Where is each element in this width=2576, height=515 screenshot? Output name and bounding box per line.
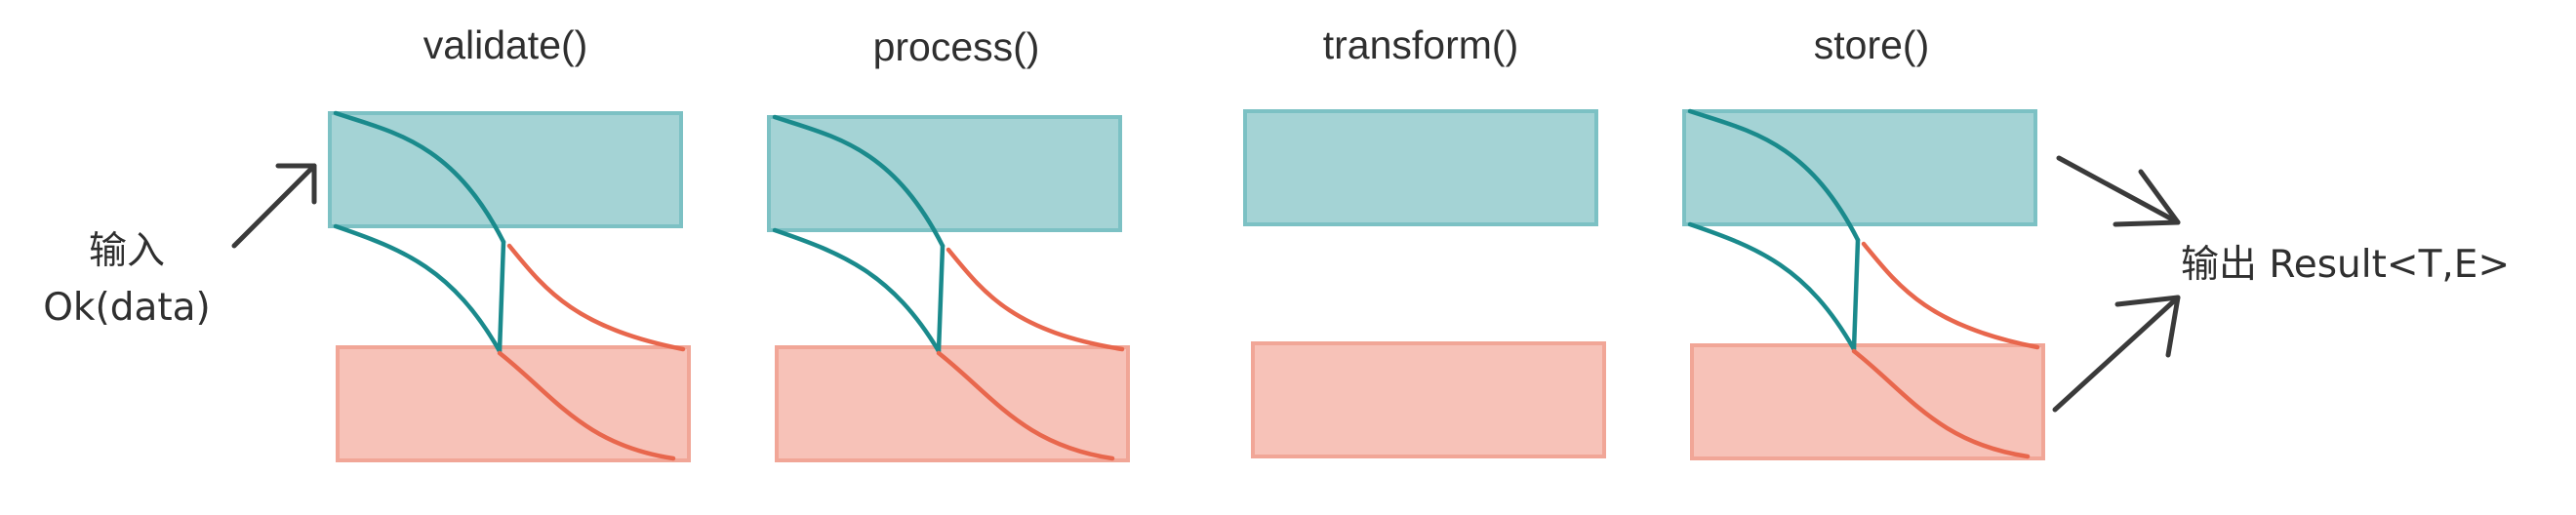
ok-track-lower [333, 223, 503, 354]
input-label-line1: 输入 [89, 229, 165, 273]
ok-rail [767, 115, 1122, 232]
error-track-lower [1851, 348, 2031, 459]
stage-4: store() [1682, 22, 2045, 460]
output-arrow-bottom-icon [2052, 295, 2181, 413]
ok-track-upper [333, 110, 506, 245]
input-label-line2: Ok(data) [43, 286, 211, 330]
error-track-upper [946, 247, 1125, 352]
stage-group: validate() process() transform() store() [328, 22, 2045, 462]
ok-rail [1243, 109, 1598, 226]
stage-title: transform() [1323, 22, 1518, 67]
stage-1: validate() [328, 22, 691, 462]
switch-connector [497, 239, 506, 354]
switch-connector [936, 243, 946, 354]
switch-connector [1851, 237, 1861, 352]
output-arrow-top-icon [2056, 155, 2181, 227]
output-label: 输出 Result<T,E> [2181, 243, 2510, 287]
ok-track-lower [1687, 221, 1857, 352]
error-track-lower [936, 350, 1115, 461]
stage-title: process() [873, 24, 1040, 69]
stage-title: validate() [423, 22, 588, 67]
input-arrow-icon [231, 163, 317, 249]
ok-track-lower [772, 227, 942, 354]
error-track-lower [497, 350, 676, 461]
stage-title: store() [1814, 22, 1929, 67]
error-track-upper [1861, 241, 2040, 350]
ok-track-upper [772, 114, 946, 249]
error-rail [1251, 341, 1606, 458]
ok-track-upper [1687, 108, 1861, 243]
stage-3: transform() [1243, 22, 1606, 458]
error-track-upper [506, 243, 686, 352]
stage-2: process() [767, 24, 1130, 462]
